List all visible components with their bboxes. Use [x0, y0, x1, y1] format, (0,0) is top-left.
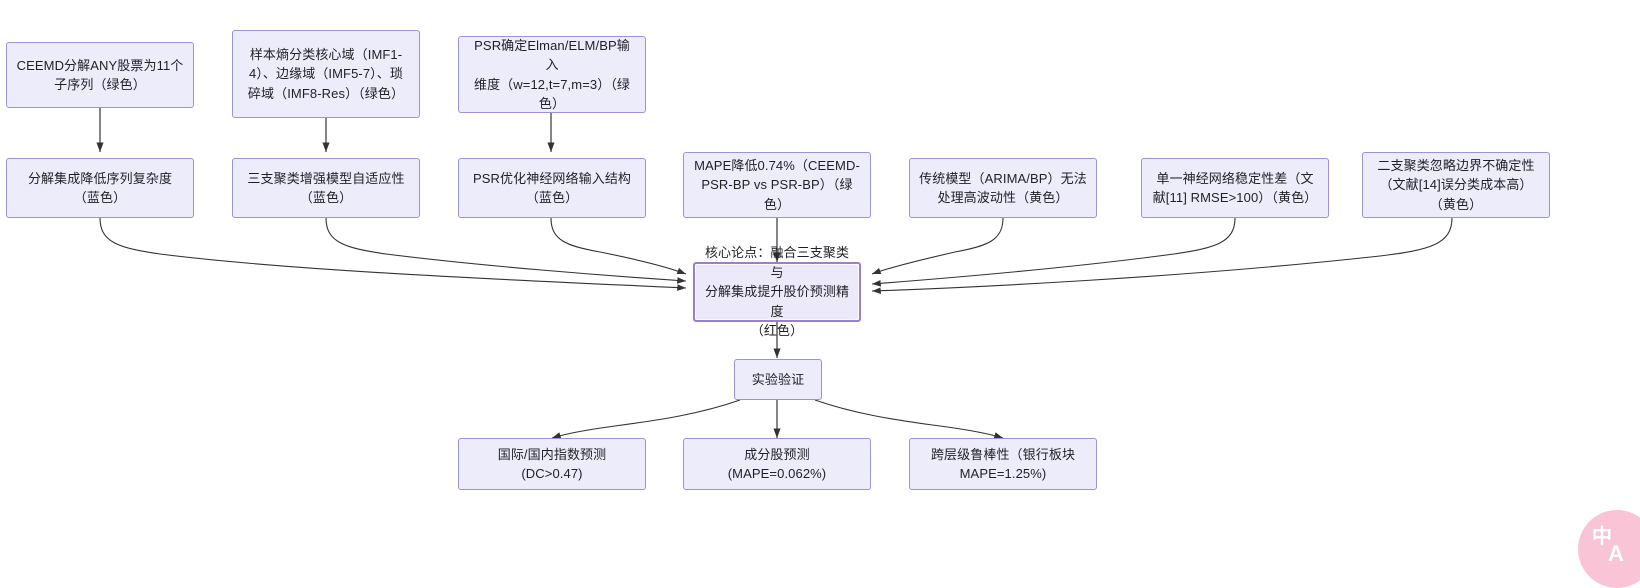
- node-psr-optimizes-nn-structure[interactable]: PSR优化神经网络输入结构 （蓝色）: [458, 158, 646, 218]
- node-three-way-clustering-adaptivity[interactable]: 三支聚类增强模型自适应性 （蓝色）: [232, 158, 420, 218]
- node-result-constituent-stock-forecast[interactable]: 成分股预测 (MAPE=0.062%): [683, 438, 871, 490]
- edge-n4-core: [99, 217, 687, 291]
- edge-exp-r3: [814, 399, 1004, 439]
- node-label: PSR优化神经网络输入结构 （蓝色）: [472, 170, 632, 206]
- node-label: MAPE降低0.74%（CEEMD- PSR-BP vs PSR-BP）（绿 色…: [694, 157, 860, 212]
- node-label: 分解集成降低序列复杂度 （蓝色）: [27, 170, 173, 206]
- edge-exp-r1: [551, 399, 741, 439]
- translate-icon-cn-glyph: 中: [1592, 524, 1612, 548]
- diagram-canvas: CEEMD分解ANY股票为11个 子序列（绿色） 样本熵分类核心域（IMF1- …: [6, 30, 1640, 588]
- translate-badge-button[interactable]: 中 A: [1578, 510, 1640, 588]
- translate-icon: 中 A: [1578, 510, 1640, 588]
- node-label: 二支聚类忽略边界不确定性 （文献[14]误分类成本高） （黄色）: [1377, 157, 1535, 212]
- edge-n5-core: [325, 217, 687, 284]
- node-result-index-forecast[interactable]: 国际/国内指数预测 (DC>0.47): [458, 438, 646, 490]
- node-label: 国际/国内指数预测 (DC>0.47): [497, 446, 607, 482]
- node-result-cross-level-robustness[interactable]: 跨层级鲁棒性（银行板块 MAPE=1.25%): [909, 438, 1097, 490]
- edge-n8-core: [871, 217, 1004, 275]
- node-label: CEEMD分解ANY股票为11个 子序列（绿色）: [16, 57, 184, 93]
- node-experiment-validation[interactable]: 实验验证: [734, 359, 822, 400]
- node-two-way-clustering-limitation[interactable]: 二支聚类忽略边界不确定性 （文献[14]误分类成本高） （黄色）: [1362, 152, 1550, 218]
- edge-n9-core: [871, 217, 1236, 287]
- node-decomposition-reduces-complexity[interactable]: 分解集成降低序列复杂度 （蓝色）: [6, 158, 194, 218]
- node-label: 单一神经网络稳定性差（文 献[11] RMSE>100）（黄色）: [1152, 170, 1318, 206]
- node-traditional-model-limitation[interactable]: 传统模型（ARIMA/BP）无法 处理高波动性（黄色）: [909, 158, 1097, 218]
- node-label: 核心论点：融合三支聚类与 分解集成提升股价预测精度 （红色）: [704, 245, 850, 339]
- node-label: 成分股预测 (MAPE=0.062%): [727, 446, 827, 482]
- node-label: 实验验证: [751, 371, 805, 387]
- node-psr-input-dimension[interactable]: PSR确定Elman/ELM/BP输入 维度（w=12,t=7,m=3）（绿 色…: [458, 36, 646, 113]
- node-label: 跨层级鲁棒性（银行板块 MAPE=1.25%): [930, 446, 1076, 482]
- node-label: 三支聚类增强模型自适应性 （蓝色）: [247, 170, 405, 206]
- translate-icon-a-glyph: A: [1608, 541, 1624, 566]
- node-ceemd-decomposition[interactable]: CEEMD分解ANY股票为11个 子序列（绿色）: [6, 42, 194, 108]
- node-sample-entropy-classification[interactable]: 样本熵分类核心域（IMF1- 4）、边缘域（IMF5-7）、琐 碎域（IMF8-…: [232, 30, 420, 118]
- node-label: 样本熵分类核心域（IMF1- 4）、边缘域（IMF5-7）、琐 碎域（IMF8-…: [247, 46, 405, 101]
- edge-n10-core: [871, 217, 1453, 294]
- node-single-nn-instability[interactable]: 单一神经网络稳定性差（文 献[11] RMSE>100）（黄色）: [1141, 158, 1329, 218]
- node-core-thesis[interactable]: 核心论点：融合三支聚类与 分解集成提升股价预测精度 （红色）: [693, 245, 861, 338]
- node-mape-improvement[interactable]: MAPE降低0.74%（CEEMD- PSR-BP vs PSR-BP）（绿 色…: [683, 152, 871, 218]
- node-label: PSR确定Elman/ELM/BP输入 维度（w=12,t=7,m=3）（绿 色…: [473, 37, 631, 112]
- node-label: 传统模型（ARIMA/BP）无法 处理高波动性（黄色）: [919, 170, 1087, 206]
- edge-n6-core: [550, 217, 687, 275]
